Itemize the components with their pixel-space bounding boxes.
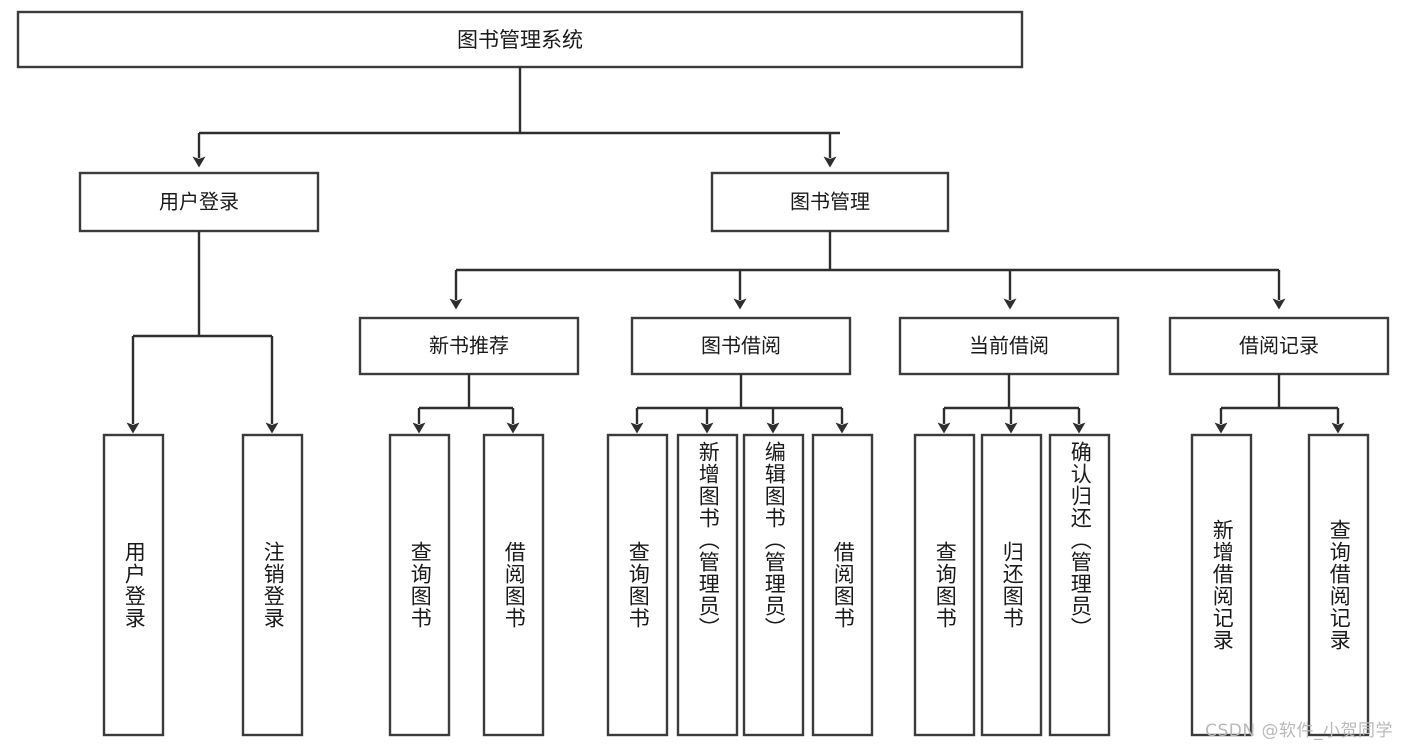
leaf-box-borrow-record-1[interactable] bbox=[1190, 433, 1253, 737]
leaf-box-new-book-1[interactable] bbox=[388, 433, 451, 737]
node-borrow-record[interactable]: 借阅记录 bbox=[1168, 316, 1390, 376]
node-root-system-box bbox=[16, 10, 1024, 69]
node-root-system[interactable]: 图书管理系统 bbox=[16, 10, 1024, 69]
node-user-login[interactable]: 用户登录 bbox=[78, 171, 320, 233]
node-book-borrow-box bbox=[630, 316, 852, 376]
node-book-management-box bbox=[710, 171, 950, 233]
node-book-borrow[interactable]: 图书借阅 bbox=[630, 316, 852, 376]
leaf-box-user-login-2[interactable] bbox=[241, 433, 304, 737]
leaf-box-book-borrow-4[interactable] bbox=[811, 433, 874, 737]
watermark-text: CSDN @软件_小贺同学 bbox=[1205, 721, 1393, 741]
leaf-box-book-borrow-1[interactable] bbox=[606, 433, 669, 737]
node-root-system-label: 图书管理系统 bbox=[457, 28, 583, 52]
node-new-book-recommend-box bbox=[358, 316, 580, 376]
leaf-box-book-borrow-3[interactable] bbox=[742, 433, 805, 737]
leaf-box-new-book-2[interactable] bbox=[482, 433, 545, 737]
node-user-login-label: 用户登录 bbox=[159, 190, 239, 214]
node-book-management[interactable]: 图书管理 bbox=[710, 171, 950, 233]
leaf-box-borrow-record-2[interactable] bbox=[1307, 433, 1370, 737]
leaf-box-current-borrow-1[interactable] bbox=[913, 433, 976, 737]
node-new-book-recommend-label: 新书推荐 bbox=[429, 334, 509, 358]
leaf-box-current-borrow-3[interactable] bbox=[1048, 433, 1111, 737]
leaf-box-book-borrow-2[interactable] bbox=[676, 433, 739, 737]
node-current-borrow[interactable]: 当前借阅 bbox=[898, 316, 1120, 376]
node-book-borrow-label: 图书借阅 bbox=[701, 334, 781, 358]
node-current-borrow-label: 当前借阅 bbox=[969, 334, 1049, 358]
node-borrow-record-box bbox=[1168, 316, 1390, 376]
node-new-book-recommend[interactable]: 新书推荐 bbox=[358, 316, 580, 376]
leaf-box-user-login-1[interactable] bbox=[102, 433, 165, 737]
leaf-box-current-borrow-2[interactable] bbox=[980, 433, 1043, 737]
node-current-borrow-box bbox=[898, 316, 1120, 376]
node-book-management-label: 图书管理 bbox=[790, 190, 870, 214]
node-borrow-record-label: 借阅记录 bbox=[1239, 334, 1319, 358]
